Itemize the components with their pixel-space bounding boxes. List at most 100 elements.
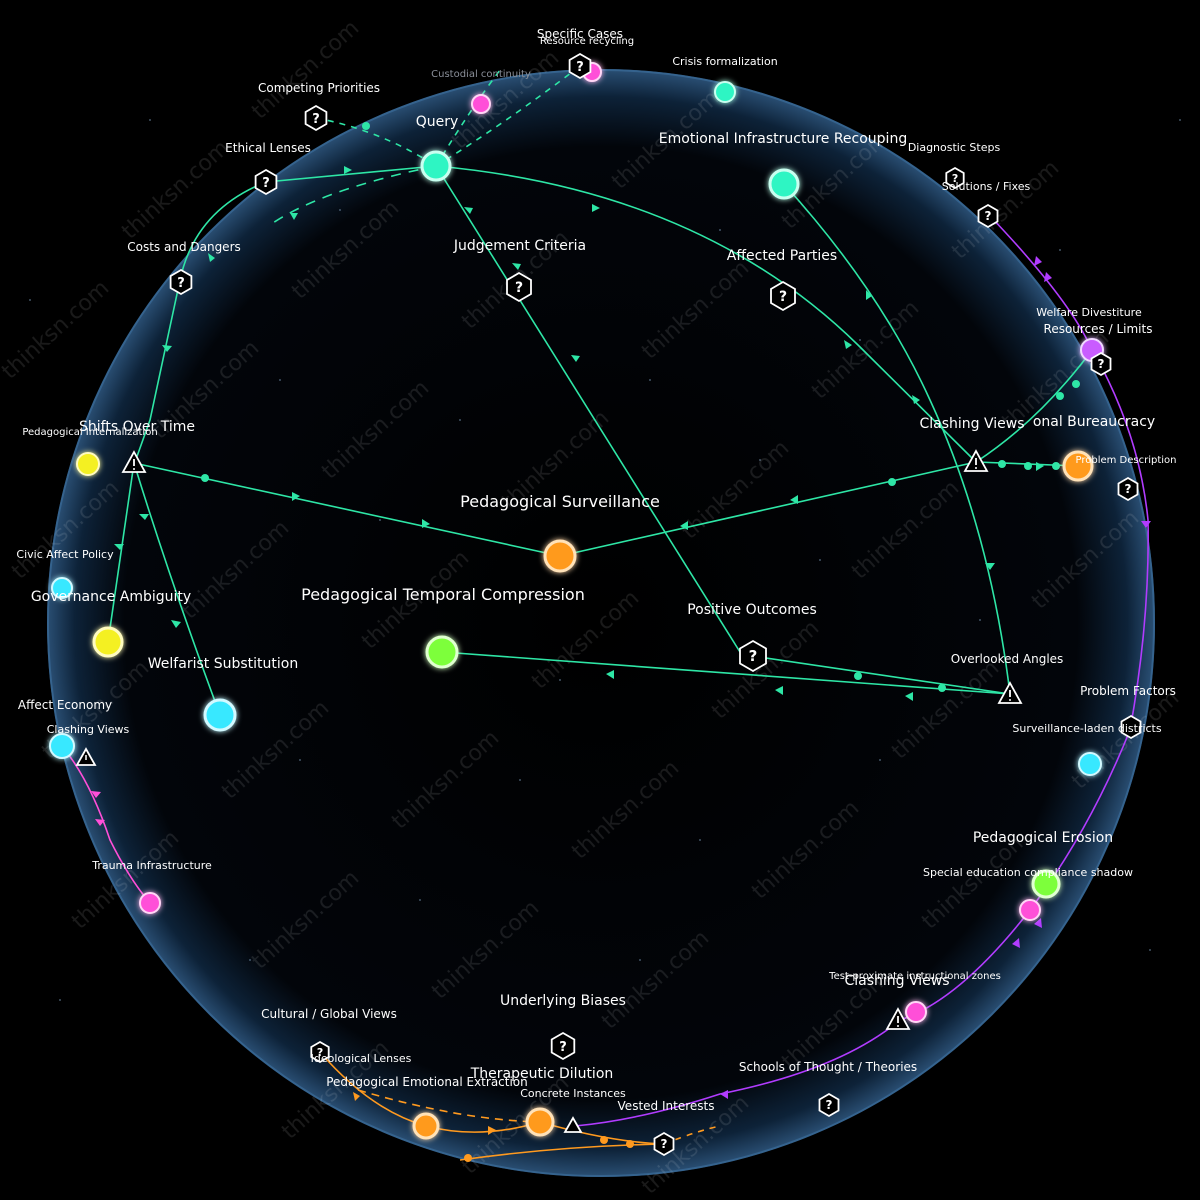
- question-icon: ?: [826, 1098, 833, 1112]
- arrowhead: [592, 204, 600, 212]
- edge: [435, 65, 581, 167]
- arrowhead: [290, 213, 298, 220]
- vested-interests-hex[interactable]: ?: [653, 1131, 675, 1157]
- node-label-overlooked-angles: Overlooked Angles: [951, 652, 1064, 666]
- arrowhead: [91, 791, 101, 798]
- problem-factors-hex[interactable]: [1120, 714, 1142, 740]
- edge-dot: [201, 474, 209, 482]
- clashing-views-left-triangle[interactable]: [75, 747, 97, 766]
- governance-ambiguity-node[interactable]: [92, 626, 124, 658]
- question-icon: ?: [985, 209, 992, 223]
- arrowhead: [114, 544, 124, 550]
- solutions-fixes-hex[interactable]: ?: [977, 203, 999, 229]
- arrowhead: [208, 253, 215, 262]
- costs-and-dangers-hex[interactable]: ?: [169, 268, 193, 296]
- node-label-trauma-infrastructure: Trauma Infrastructure: [91, 859, 212, 872]
- question-icon: ?: [576, 60, 584, 75]
- node-label-specific-cases: Specific Cases: [537, 27, 623, 41]
- arrowhead: [790, 495, 798, 504]
- arrowhead: [1036, 462, 1044, 471]
- positive-outcomes-hex[interactable]: ?: [739, 639, 767, 673]
- edge-dot: [998, 460, 1006, 468]
- edge-dot: [464, 1154, 472, 1162]
- problem-description-hex[interactable]: ?: [1117, 476, 1139, 502]
- node-label-resource-recycling: Resource recycling: [540, 36, 634, 47]
- overlooked-angles-triangle[interactable]: [997, 681, 1023, 704]
- node-label-clashing-views-right: Clashing Views: [919, 416, 1024, 432]
- edge-dot: [888, 478, 896, 486]
- pedagogical-emotional-extraction-node[interactable]: [412, 1112, 440, 1140]
- question-icon: ?: [661, 1137, 668, 1151]
- node-label-resources-limits: Resources / Limits: [1044, 322, 1153, 336]
- arrowhead: [775, 686, 783, 695]
- edge-dot: [362, 122, 370, 130]
- question-icon: ?: [177, 276, 185, 291]
- node-label-competing-priorities: Competing Priorities: [258, 81, 380, 95]
- pedagogical-internalization-node[interactable]: [76, 452, 100, 476]
- competing-priorities-hex[interactable]: ?: [304, 104, 328, 132]
- clashing-views-bottom-triangle[interactable]: [885, 1007, 911, 1030]
- pedagogical-erosion-node[interactable]: [1031, 869, 1061, 899]
- question-icon: ?: [317, 1046, 323, 1059]
- clashing-views-right-triangle[interactable]: [963, 449, 989, 472]
- arrowhead: [422, 519, 430, 528]
- node-label-concrete-instances: Concrete Instances: [520, 1087, 626, 1100]
- node-label-costs-and-dangers: Costs and Dangers: [127, 240, 241, 254]
- query-node[interactable]: [420, 150, 452, 182]
- civic-affect-policy-node[interactable]: [51, 577, 73, 599]
- arrowhead: [680, 521, 688, 530]
- cultural-global-views-hex[interactable]: ?: [310, 1040, 330, 1064]
- arrowhead: [571, 355, 580, 362]
- welfarist-substitution-node[interactable]: [203, 698, 237, 732]
- pedagogical-temporal-compression-node[interactable]: [425, 635, 459, 669]
- test-proximate-zones-node[interactable]: [905, 1001, 927, 1023]
- node-label-bureaucracy: onal Bureaucracy: [1033, 414, 1155, 430]
- diagnostic-steps-hex[interactable]: ?: [945, 166, 965, 190]
- node-label-test-proximate-zones: Test-proximate instructional zones: [828, 971, 1001, 982]
- question-icon: ?: [559, 1040, 567, 1055]
- pedagogical-surveillance-node[interactable]: [543, 539, 577, 573]
- question-icon: ?: [262, 176, 270, 191]
- edge: [435, 165, 741, 653]
- green-edges: [107, 65, 1093, 716]
- schools-of-thought-hex[interactable]: ?: [818, 1092, 840, 1118]
- bureaucracy-node[interactable]: [1062, 450, 1094, 482]
- surveillance-laden-districts-node[interactable]: [1078, 752, 1102, 776]
- node-label-problem-factors: Problem Factors: [1080, 684, 1176, 698]
- question-icon: ?: [1098, 357, 1105, 371]
- arrowhead: [912, 395, 920, 404]
- node-label-ideological-lenses: Ideological Lenses: [311, 1052, 412, 1065]
- node-label-surveillance-laden-districts: Surveillance-laden districts: [1012, 722, 1161, 735]
- edge-dot: [600, 1136, 608, 1144]
- specific-cases-hex[interactable]: ?: [568, 52, 592, 80]
- arrowhead: [95, 819, 105, 826]
- nodes: [49, 62, 1104, 1140]
- affected-parties-hex[interactable]: ?: [770, 280, 796, 312]
- resources-limits-hex[interactable]: ?: [1090, 351, 1112, 377]
- question-icon: ?: [952, 172, 958, 185]
- crisis-formalization-node[interactable]: [714, 81, 736, 103]
- underlying-biases-hex[interactable]: ?: [550, 1031, 576, 1061]
- trauma-infrastructure-node[interactable]: [139, 892, 161, 914]
- node-label-underlying-biases: Underlying Biases: [500, 993, 626, 1009]
- node-label-problem-description: Problem Description: [1075, 455, 1176, 466]
- affect-economy-node[interactable]: [49, 733, 75, 759]
- concrete-instances-triangle[interactable]: [563, 1116, 583, 1133]
- judgement-criteria-hex[interactable]: ?: [506, 271, 532, 303]
- node-label-diagnostic-steps: Diagnostic Steps: [908, 141, 1001, 154]
- arrowhead: [985, 563, 995, 570]
- node-label-pedagogical-temporal-compression: Pedagogical Temporal Compression: [301, 585, 585, 604]
- shifts-over-time-triangle[interactable]: [121, 450, 147, 473]
- ethical-lenses-hex[interactable]: ?: [254, 168, 278, 196]
- node-label-shifts-over-time: Shifts Over Time: [79, 419, 195, 435]
- magenta-edges: [61, 745, 151, 904]
- therapeutic-dilution-node[interactable]: [525, 1107, 555, 1137]
- custodial-continuity-node[interactable]: [471, 94, 491, 114]
- edge: [133, 462, 221, 716]
- emotional-infrastructure-node[interactable]: [768, 168, 800, 200]
- special-education-shadow-node[interactable]: [1019, 899, 1041, 921]
- arrowhead: [1141, 521, 1151, 528]
- edge: [1099, 363, 1149, 731]
